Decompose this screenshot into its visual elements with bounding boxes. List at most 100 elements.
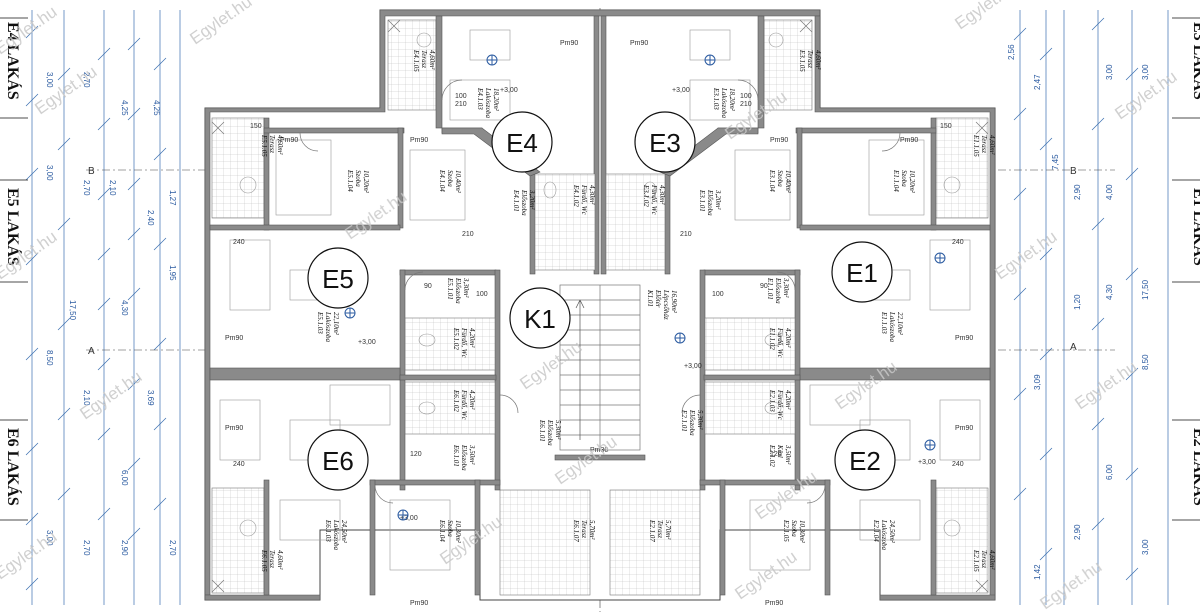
svg-text:Terasz: Terasz	[806, 50, 814, 68]
svg-text:4,20m²: 4,20m²	[468, 390, 476, 410]
svg-text:E4: E4	[506, 128, 538, 158]
axis-b-right: B	[1070, 166, 1077, 177]
svg-text:Egylet.hu: Egylet.hu	[1071, 357, 1140, 413]
room-e6-living: E6.1.03 Lakószoba 24,50m²	[324, 519, 348, 550]
svg-text:Egylet.hu: Egylet.hu	[991, 227, 1060, 283]
svg-text:4,60m²: 4,60m²	[428, 50, 436, 70]
svg-text:4,60m²: 4,60m²	[276, 550, 284, 570]
svg-text:10,30m²: 10,30m²	[798, 520, 806, 544]
room-e1-bath: E1.1.02 Fürdő, Wc 4,20m²	[768, 327, 792, 359]
room-e5-bedroom: E5.1.04 Szoba 10,20m²	[346, 169, 370, 194]
svg-text:Szoba: Szoba	[776, 170, 784, 187]
svg-text:10,40m²: 10,40m²	[784, 170, 792, 194]
svg-text:Terasz: Terasz	[656, 520, 664, 538]
svg-text:16,90m²: 16,90m²	[670, 290, 678, 314]
level-markers	[344, 54, 946, 521]
svg-text:Egylet.hu: Egylet.hu	[0, 2, 60, 58]
svg-text:6,00: 6,00	[1105, 464, 1114, 480]
svg-text:10,40m²: 10,40m²	[454, 170, 462, 194]
svg-text:4,30: 4,30	[1105, 284, 1114, 300]
svg-text:8,50: 8,50	[45, 350, 54, 366]
svg-text:3,00: 3,00	[45, 72, 54, 88]
svg-text:Terasz: Terasz	[420, 50, 428, 68]
flat-label-e2: E2 LAKÁS	[1190, 428, 1200, 506]
svg-text:4,00: 4,00	[1105, 184, 1114, 200]
svg-text:E4.1.02: E4.1.02	[572, 184, 580, 207]
svg-text:E3.1.04: E3.1.04	[768, 169, 776, 192]
svg-text:210: 210	[455, 101, 467, 108]
flat-label-e3: E3 LAKÁS	[1190, 22, 1200, 100]
unit-e6-marker: E6	[307, 429, 369, 491]
svg-text:240: 240	[233, 239, 245, 246]
svg-text:E6.1.04: E6.1.04	[438, 519, 446, 542]
svg-text:E6: E6	[322, 446, 354, 476]
svg-text:+3,00: +3,00	[400, 515, 418, 522]
room-e3-hall: E3.1.01 Előszoba 3,20m²	[698, 189, 722, 216]
svg-text:E5.1.04: E5.1.04	[346, 169, 354, 192]
svg-text:K1: K1	[524, 304, 556, 334]
svg-text:E4.1.05: E4.1.05	[412, 49, 420, 72]
svg-text:2,56: 2,56	[1007, 44, 1016, 60]
svg-text:1,95: 1,95	[168, 265, 177, 281]
svg-text:Egylet.hu: Egylet.hu	[1036, 557, 1105, 613]
unit-e4-marker: E4	[491, 111, 553, 173]
svg-text:210: 210	[462, 231, 474, 238]
svg-text:E6.1.02: E6.1.02	[452, 389, 460, 412]
svg-text:Terasz: Terasz	[980, 135, 988, 153]
svg-text:Közl: Közl	[776, 444, 784, 458]
svg-text:120: 120	[410, 451, 422, 458]
room-e4-bedroom: E4.1.04 Szoba 10,40m²	[438, 169, 462, 194]
svg-text:E1: E1	[846, 258, 878, 288]
svg-text:E4.1.04: E4.1.04	[438, 169, 446, 192]
svg-text:8,50: 8,50	[1141, 354, 1150, 370]
unit-e2-marker: E2	[834, 429, 896, 491]
svg-text:E6.1.07: E6.1.07	[572, 519, 580, 542]
svg-text:Pm90: Pm90	[955, 425, 973, 432]
svg-text:2,70: 2,70	[82, 180, 91, 196]
flat-label-e1: E1 LAKÁS	[1190, 188, 1200, 266]
svg-text:150: 150	[940, 123, 952, 130]
svg-text:+3,00: +3,00	[918, 459, 936, 466]
room-e2-terrace: E2.1.05 Terasz 4,60m²	[972, 549, 996, 572]
svg-text:E2.1.07: E2.1.07	[648, 519, 656, 542]
svg-text:3,20m²: 3,20m²	[528, 189, 536, 210]
svg-text:E6.1.05: E6.1.05	[260, 549, 268, 572]
svg-text:Pm90: Pm90	[955, 335, 973, 342]
svg-text:Fürdő, Wc: Fürdő, Wc	[776, 327, 784, 359]
room-e3-bedroom: E3.1.04 Szoba 10,40m²	[768, 169, 792, 194]
svg-text:100: 100	[455, 93, 467, 100]
svg-text:E2: E2	[849, 446, 881, 476]
axis-a-right: A	[1070, 342, 1077, 353]
svg-text:100: 100	[740, 93, 752, 100]
room-e6-hall: E6.1.01 Előszoba 5,30m²	[538, 419, 562, 446]
svg-text:Pm90: Pm90	[225, 335, 243, 342]
svg-text:3,20m²: 3,20m²	[714, 189, 722, 210]
left-dimension-lines: 3,00 3,00 8,50 17,50 3,00 2,70 4,25 4,25…	[25, 10, 181, 605]
svg-text:90: 90	[424, 283, 432, 290]
svg-text:100: 100	[712, 291, 724, 298]
svg-text:4,20m²: 4,20m²	[468, 328, 476, 348]
svg-text:3,30m²: 3,30m²	[462, 277, 470, 298]
svg-text:Fürdő, Wc: Fürdő, Wc	[460, 327, 468, 359]
svg-text:4,25: 4,25	[152, 100, 161, 116]
room-e5-living: E5.1.03 Lakószoba 22,10m²	[316, 311, 340, 342]
svg-text:4,60m²: 4,60m²	[988, 135, 996, 155]
svg-text:2,70: 2,70	[82, 72, 91, 88]
svg-text:18,20m²: 18,20m²	[492, 88, 500, 112]
svg-text:Egylet.hu: Egylet.hu	[186, 0, 255, 48]
svg-text:Előszoba: Előszoba	[460, 444, 468, 471]
svg-text:3,69: 3,69	[146, 390, 155, 406]
svg-text:E4.1.03: E4.1.03	[476, 87, 484, 110]
room-e2-living: E2.1.04 Lakószoba 24,50m²	[872, 519, 896, 550]
svg-text:E1.1.04: E1.1.04	[892, 169, 900, 192]
svg-text:Egylet.hu: Egylet.hu	[951, 0, 1020, 33]
svg-text:Pm90: Pm90	[630, 40, 648, 47]
room-e4-bath: E4.1.02 Fürdő, Wc 4,30m²	[572, 184, 596, 216]
svg-text:2,10: 2,10	[82, 390, 91, 406]
svg-text:4,30m²: 4,30m²	[658, 185, 666, 205]
flat-label-e6: E6 LAKÁS	[4, 428, 23, 506]
flat-label-column-right: E3 LAKÁS E1 LAKÁS E2 LAKÁS	[1172, 17, 1200, 521]
svg-text:24,50m²: 24,50m²	[340, 520, 348, 544]
svg-text:+3,00: +3,00	[672, 87, 690, 94]
room-e6-bedroom: E6.1.04 Szoba 10,30m²	[438, 519, 462, 544]
